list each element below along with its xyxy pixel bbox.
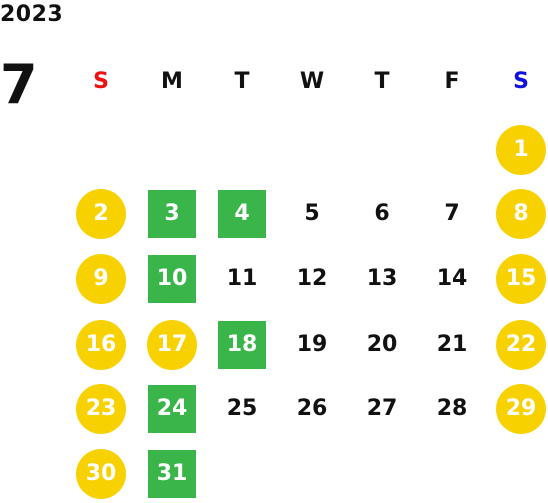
weekday-label: F xyxy=(444,69,460,94)
weekday-label: T xyxy=(374,69,390,94)
calendar-day[interactable]: 10 xyxy=(148,255,196,303)
calendar-day[interactable]: 15 xyxy=(496,254,546,304)
calendar-month: 7 xyxy=(0,53,38,116)
calendar-day[interactable]: 25 xyxy=(226,396,258,421)
calendar-day[interactable]: 11 xyxy=(226,266,258,291)
calendar-day[interactable]: 16 xyxy=(76,320,126,370)
calendar-day[interactable]: 3 xyxy=(148,190,196,238)
weekday-label: S xyxy=(513,69,529,94)
calendar-day[interactable]: 2 xyxy=(76,189,126,239)
calendar-day[interactable]: 22 xyxy=(496,320,546,370)
calendar-day[interactable]: 12 xyxy=(296,266,328,291)
calendar-day[interactable]: 18 xyxy=(218,321,266,369)
weekday-label: M xyxy=(161,69,183,94)
calendar-day[interactable]: 1 xyxy=(496,125,546,175)
calendar-day[interactable]: 26 xyxy=(296,396,328,421)
calendar-day[interactable]: 20 xyxy=(366,332,398,357)
calendar-day[interactable]: 29 xyxy=(496,384,546,434)
calendar-day[interactable]: 27 xyxy=(366,396,398,421)
calendar-day[interactable]: 28 xyxy=(436,396,468,421)
calendar-day[interactable]: 31 xyxy=(148,450,196,498)
calendar-day[interactable]: 4 xyxy=(218,190,266,238)
calendar-day[interactable]: 30 xyxy=(76,449,126,499)
calendar-day[interactable]: 9 xyxy=(76,254,126,304)
calendar-day[interactable]: 17 xyxy=(147,320,197,370)
calendar-day[interactable]: 13 xyxy=(366,266,398,291)
calendar-day[interactable]: 6 xyxy=(374,201,390,226)
calendar-year: 2023 xyxy=(0,2,64,27)
calendar-day[interactable]: 21 xyxy=(436,332,468,357)
calendar-day[interactable]: 14 xyxy=(436,266,468,291)
weekday-label: W xyxy=(299,69,325,94)
calendar-day[interactable]: 5 xyxy=(304,201,320,226)
calendar-day[interactable]: 23 xyxy=(76,384,126,434)
weekday-label: T xyxy=(234,69,250,94)
weekday-label: S xyxy=(93,69,109,94)
calendar-day[interactable]: 19 xyxy=(296,332,328,357)
calendar-day[interactable]: 24 xyxy=(148,385,196,433)
calendar-day[interactable]: 7 xyxy=(444,201,460,226)
calendar-day[interactable]: 8 xyxy=(496,189,546,239)
